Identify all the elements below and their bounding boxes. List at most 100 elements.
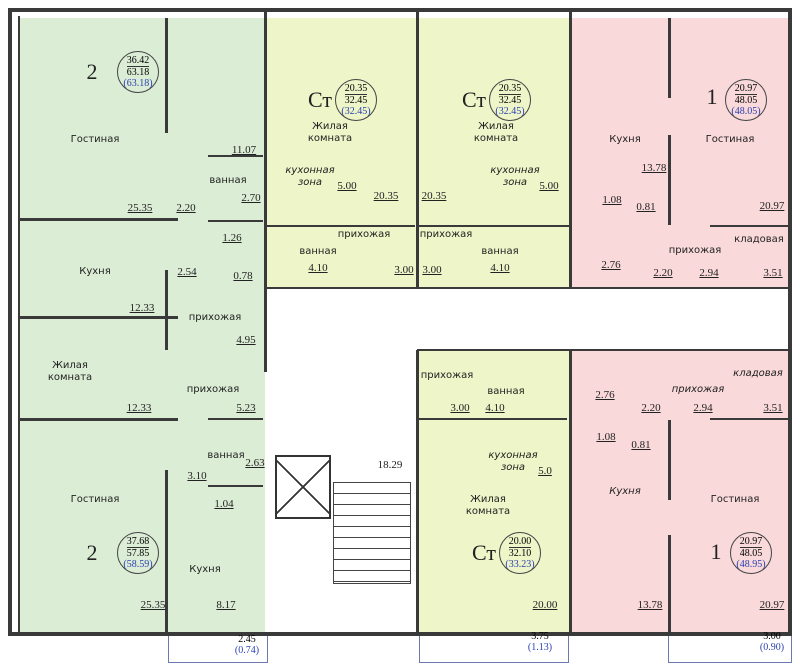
area-value: 0.81 bbox=[631, 439, 651, 451]
apartment-rooms-count: 2 bbox=[86, 540, 98, 565]
wall bbox=[165, 270, 168, 350]
area-value: 2.94 bbox=[699, 267, 719, 279]
area-value: 2.70 bbox=[241, 192, 261, 204]
elevator-shaft bbox=[275, 455, 331, 519]
room-label: ванная bbox=[299, 246, 337, 257]
wall bbox=[18, 16, 20, 632]
apartment-2-bottom-zone bbox=[18, 318, 265, 632]
area-value: 2.54 bbox=[177, 266, 197, 278]
wall bbox=[710, 418, 790, 420]
area-value: 3.51 bbox=[763, 267, 783, 279]
area-value: 20.35 bbox=[421, 190, 447, 202]
area-value: 3.00 bbox=[422, 264, 442, 276]
room-label: Кухня bbox=[609, 486, 641, 497]
apartment-1-top-zone bbox=[570, 18, 790, 288]
wall bbox=[208, 418, 263, 420]
apartment-rooms-count: Ст bbox=[308, 87, 332, 112]
room-label: прихожая bbox=[337, 229, 391, 240]
wall bbox=[264, 12, 267, 372]
area-value: 4.95 bbox=[236, 334, 256, 346]
area-value: 2.63 bbox=[245, 457, 265, 469]
area-value: 5.0 bbox=[538, 465, 552, 477]
apartment-rooms-count: 1 bbox=[710, 539, 722, 564]
area-value: 13.78 bbox=[641, 162, 667, 174]
room-label: Кухня bbox=[79, 266, 111, 277]
area-value: 3.51 bbox=[763, 402, 783, 414]
staircase bbox=[333, 482, 411, 584]
area-value: 8.17 bbox=[216, 599, 236, 611]
area-value: 3.00 bbox=[450, 402, 470, 414]
area-value: 25.35 bbox=[140, 599, 166, 611]
area-value: 12.33 bbox=[129, 302, 155, 314]
room-label: ванная bbox=[207, 450, 245, 461]
room-label: прихожая bbox=[671, 384, 725, 395]
stairwell-area: 18.29 bbox=[377, 459, 403, 471]
area-value: 4.10 bbox=[308, 262, 328, 274]
area-value: 2.76 bbox=[595, 389, 615, 401]
wall bbox=[668, 420, 671, 500]
room-label: ванная bbox=[481, 246, 519, 257]
area-value: 1.08 bbox=[596, 431, 616, 443]
balcony-outline bbox=[419, 636, 569, 663]
room-label: Гостиная bbox=[705, 134, 755, 145]
wall bbox=[165, 470, 168, 632]
room-label: кладовая bbox=[733, 368, 783, 379]
room-label: прихожая bbox=[188, 312, 242, 323]
room-label: прихожая bbox=[186, 384, 240, 395]
area-value: 1.08 bbox=[602, 194, 622, 206]
studio-top-left-zone bbox=[265, 18, 417, 288]
area-value: 3.00 bbox=[394, 264, 414, 276]
room-label: Жилая комната bbox=[473, 121, 519, 144]
area-value: 13.78 bbox=[637, 599, 663, 611]
area-value: 0.81 bbox=[636, 201, 656, 213]
area-value: 0.78 bbox=[233, 270, 253, 282]
balcony-outline bbox=[168, 636, 268, 663]
area-value: 2.20 bbox=[653, 267, 673, 279]
area-value: 4.10 bbox=[485, 402, 505, 414]
area-value: 20.97 bbox=[759, 200, 785, 212]
studio-top-right-zone bbox=[417, 18, 570, 288]
room-label: Гостиная bbox=[70, 494, 120, 505]
room-label: Гостиная bbox=[70, 134, 120, 145]
wall bbox=[417, 418, 567, 420]
area-value: 2.76 bbox=[601, 259, 621, 271]
wall bbox=[208, 220, 263, 222]
apartment-rooms-count: Ст bbox=[462, 87, 486, 112]
area-value: 2.20 bbox=[176, 202, 196, 214]
wall bbox=[416, 350, 419, 632]
area-value: 20.00 bbox=[532, 599, 558, 611]
area-value: 20.97 bbox=[759, 599, 785, 611]
apartment-1-bottom-zone bbox=[570, 350, 790, 632]
area-value: 5.00 bbox=[337, 180, 357, 192]
room-label: Жилая комната bbox=[465, 494, 511, 517]
wall bbox=[18, 316, 178, 319]
area-value: 2.94 bbox=[693, 402, 713, 414]
wall bbox=[8, 8, 12, 636]
wall bbox=[165, 18, 168, 133]
area-value: 25.35 bbox=[127, 202, 153, 214]
area-value: 1.26 bbox=[222, 232, 242, 244]
wall bbox=[8, 632, 792, 636]
balcony-area: 2.45(0.74) bbox=[234, 634, 260, 656]
area-value: 11.07 bbox=[231, 144, 257, 156]
wall bbox=[18, 218, 178, 221]
area-value: 20.35 bbox=[373, 190, 399, 202]
room-label: кухонная зона bbox=[285, 165, 335, 188]
wall bbox=[208, 485, 263, 487]
area-value: 1.04 bbox=[214, 498, 234, 510]
wall bbox=[416, 12, 419, 288]
room-label: Жилая комната bbox=[307, 121, 353, 144]
balcony-outline bbox=[668, 636, 792, 663]
wall bbox=[18, 418, 178, 421]
wall bbox=[265, 225, 415, 227]
room-label: кухонная зона bbox=[488, 450, 538, 473]
wall bbox=[265, 287, 790, 289]
wall bbox=[419, 225, 569, 227]
